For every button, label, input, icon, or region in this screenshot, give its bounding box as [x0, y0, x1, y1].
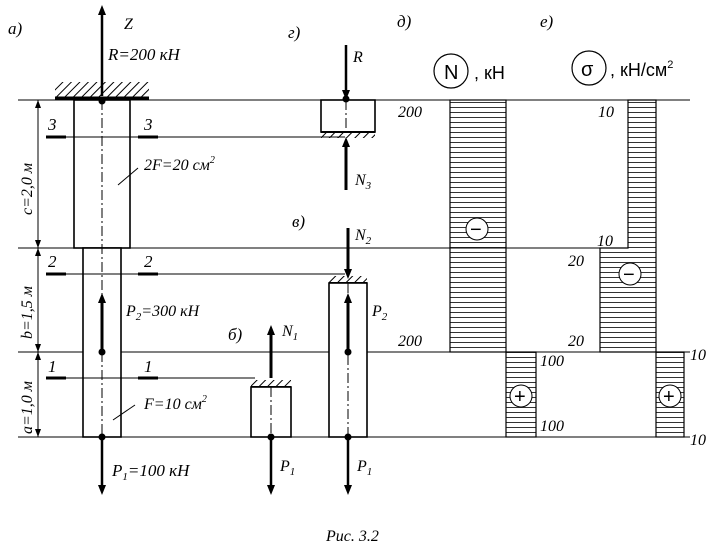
- label-r: R: [352, 49, 363, 66]
- label-p2-v: P2: [371, 303, 388, 323]
- cut-hatch-g: [321, 132, 375, 138]
- sigma-value-3: 20: [568, 253, 584, 270]
- main-bar: [55, 5, 149, 495]
- dimension-lines: [35, 100, 41, 437]
- sigma-value-2: 10: [597, 233, 613, 250]
- label-n1: N1: [281, 323, 298, 343]
- view-g-fragment: [320, 45, 376, 190]
- n-unit: , кН: [474, 63, 505, 83]
- dimension-a: a=1,0 м: [19, 381, 36, 434]
- section-label-3-left: 3: [47, 115, 57, 134]
- label-r-top: R=200 кН: [107, 45, 182, 64]
- section-label-3-right: 3: [143, 115, 153, 134]
- label-n3: N3: [354, 172, 372, 192]
- cut-hatch-v: [329, 276, 367, 283]
- label-p1-b: P1: [279, 458, 295, 478]
- sigma-value-4: 20: [568, 333, 584, 350]
- n-plus-sign: +: [514, 386, 526, 408]
- section-label-2-right: 2: [144, 252, 153, 271]
- view-label-e: е): [540, 12, 554, 31]
- sigma-minus-sign: −: [623, 264, 635, 286]
- diagram-n: [433, 53, 537, 438]
- section-marks: [46, 135, 345, 421]
- section-label-2-left: 2: [48, 252, 57, 271]
- section-label-1-right: 1: [144, 357, 153, 376]
- n-value-top: 200: [398, 104, 422, 121]
- label-p2-main: P2=300 кН: [125, 303, 201, 323]
- sigma-value-5: 10: [690, 347, 706, 364]
- n-value-mid: 200: [398, 333, 422, 350]
- n-value-low2: 100: [540, 418, 564, 435]
- sigma-value-6: 10: [690, 432, 706, 449]
- figure-caption: Рис. 3.2: [325, 528, 379, 545]
- sigma-symbol: σ: [581, 59, 594, 81]
- n-value-low1: 100: [540, 353, 564, 370]
- view-label-v: в): [292, 212, 305, 231]
- label-p1-v: P1: [356, 458, 372, 478]
- view-label-d: д): [397, 12, 412, 31]
- dimension-c: c=2,0 м: [19, 163, 36, 215]
- label-n2: N2: [354, 227, 372, 247]
- label-area-lower: F=10 см2: [143, 394, 207, 413]
- label-z: Z: [124, 16, 134, 33]
- view-b-fragment: [250, 325, 292, 495]
- label-area-upper: 2F=20 см2: [144, 155, 215, 174]
- view-label-g: г): [288, 23, 301, 42]
- sigma-plus-sign: +: [663, 386, 675, 408]
- diagram-sigma: [571, 50, 685, 438]
- cut-hatch-b: [251, 380, 291, 387]
- section-label-1-left: 1: [48, 357, 57, 376]
- n-minus-sign: −: [470, 219, 482, 241]
- view-label-b: б): [228, 325, 243, 344]
- view-v-fragment: [328, 228, 368, 495]
- n-symbol: N: [444, 62, 458, 84]
- sigma-value-1: 10: [598, 104, 614, 121]
- label-p1-main: P1=100 кН: [111, 461, 191, 483]
- sigma-unit: , кН/см2: [610, 59, 673, 80]
- dimension-b: b=1,5 м: [19, 286, 36, 339]
- view-label-a: а): [8, 19, 23, 38]
